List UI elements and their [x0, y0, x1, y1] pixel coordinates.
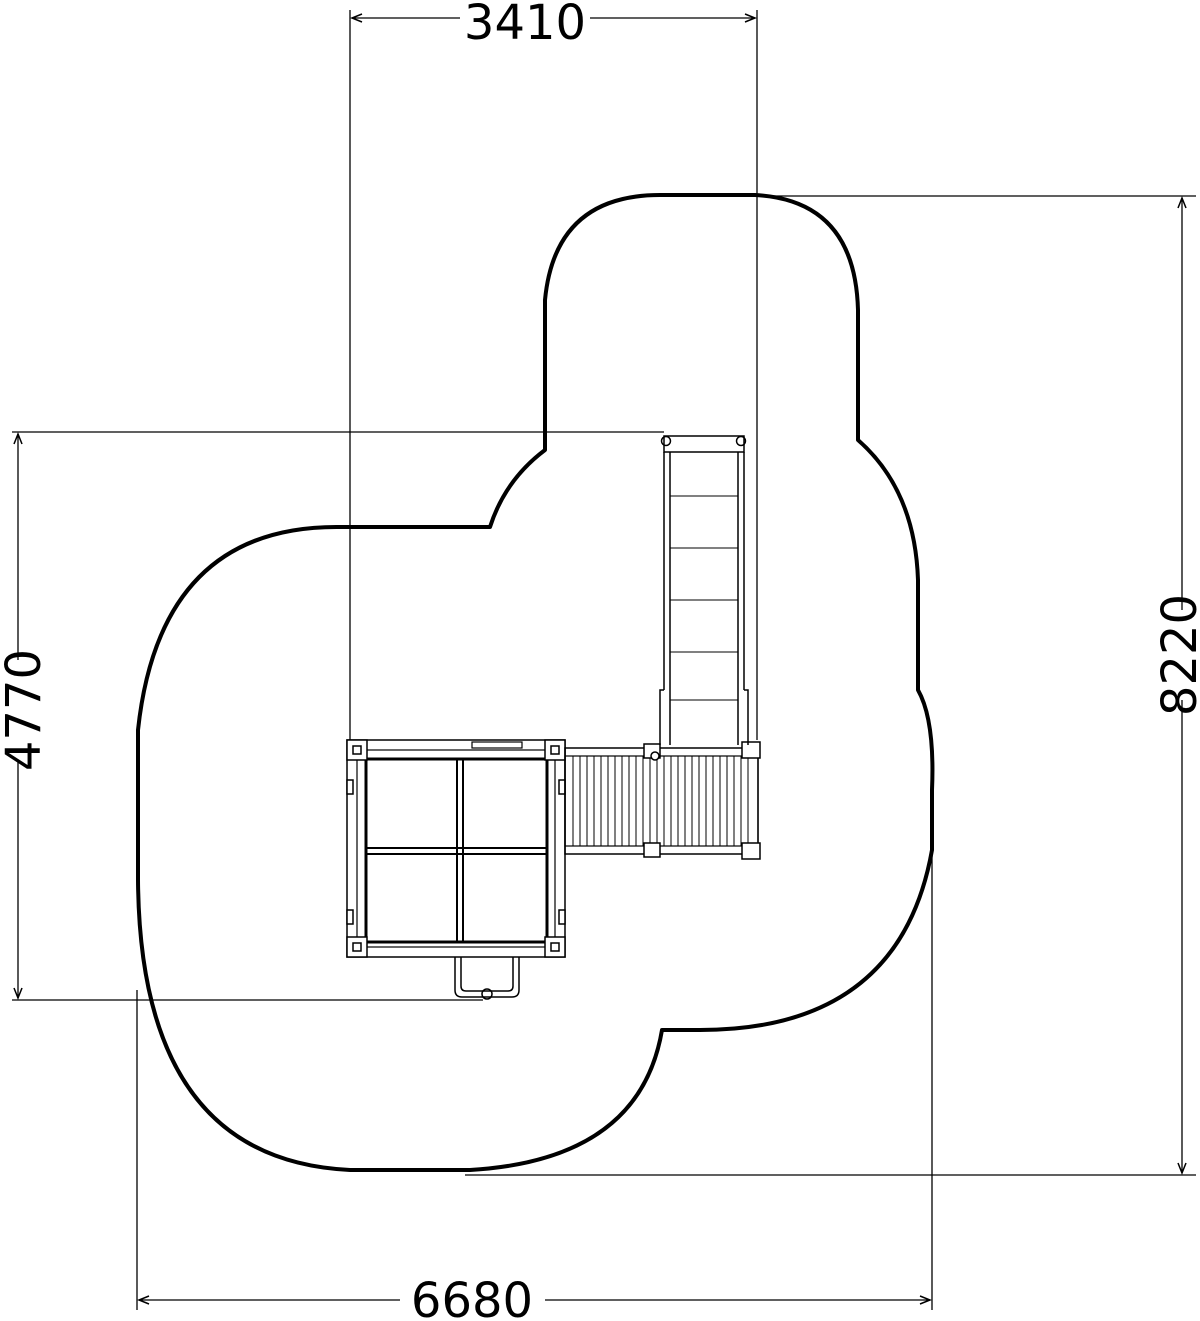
extension-lines: [12, 10, 1196, 1310]
slide: [659, 435, 749, 745]
dimension-left-height: 4770: [0, 649, 52, 771]
dimension-lines: [18, 18, 1182, 1300]
entry-ladder: [454, 957, 520, 1000]
bridge-posts: [643, 741, 761, 860]
bridge-walkway: [564, 747, 759, 855]
dimension-bottom-width: 6680: [411, 1273, 533, 1321]
tower-posts: [346, 739, 566, 958]
dimension-top-width: 3410: [464, 0, 586, 51]
dimension-right-height: 8220: [1152, 594, 1200, 716]
bridge-slats: [572, 756, 749, 846]
safety-zone-outline: [136, 193, 935, 1172]
tower-platform: [346, 739, 566, 958]
